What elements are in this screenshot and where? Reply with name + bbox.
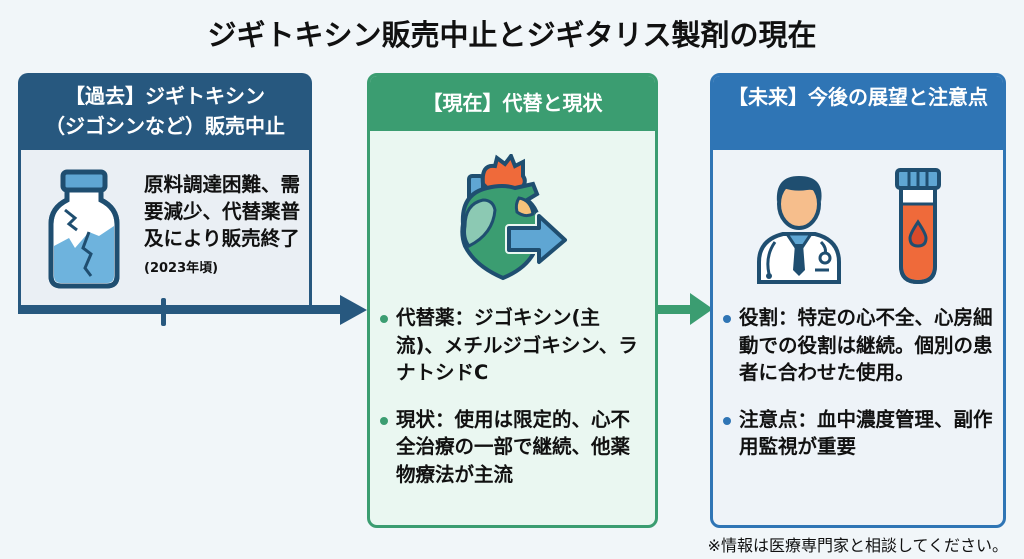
- present-panel: 【現在】代替と現状 代替薬：ジゴキシン(主流)、メチルジゴキシン、ラナトシドC …: [367, 73, 658, 528]
- page-title: ジギトキシン販売中止とジギタリス製剤の現在: [207, 18, 817, 52]
- timeline-arrow-past-to-present: [340, 295, 367, 325]
- present-bullet-status: 現状：使用は限定的、心不全治療の一部で継続、他薬物療法が主流: [370, 406, 655, 489]
- future-panel: 【未来】今後の展望と注意点 役割：特定の心不全、心房細動での役割は継続。個別の患…: [710, 73, 1006, 528]
- heart-arrow-icon: [460, 154, 569, 281]
- past-reason-date: (2023年頃): [144, 261, 219, 276]
- bullet-dot-icon: [723, 315, 731, 323]
- bullet-dot-icon: [380, 416, 388, 425]
- blood-test-tube-icon: [895, 168, 941, 285]
- past-reason-main: 原料調達困難、需要減少、代替薬普及により販売終了: [144, 173, 301, 250]
- arrow-present-to-future: [690, 293, 713, 325]
- future-bullet-role: 役割：特定の心不全、心房細動での役割は継続。個別の患者に合わせた使用。: [713, 304, 1003, 387]
- present-bullet-text: 現状：使用は限定的、心不全治療の一部で継続、他薬物療法が主流: [396, 407, 631, 486]
- broken-bottle-icon: [48, 169, 120, 289]
- past-header-line-2: （ジゴシンなど）販売中止: [45, 114, 285, 138]
- present-panel-header: 【現在】代替と現状: [370, 76, 655, 131]
- future-bullet-text: 注意点：血中濃度管理、副作用監視が重要: [739, 407, 993, 459]
- future-bullet-caution: 注意点：血中濃度管理、副作用監視が重要: [713, 406, 1003, 461]
- present-bullet-alternatives: 代替薬：ジゴキシン(主流)、メチルジゴキシン、ラナトシドC: [370, 304, 655, 387]
- past-reason-text: 原料調達困難、需要減少、代替薬普及により販売終了 (2023年頃): [144, 171, 314, 282]
- footnote: ※情報は医療専門家と相談してください。: [707, 536, 1008, 555]
- future-bullet-text: 役割：特定の心不全、心房細動での役割は継続。個別の患者に合わせた使用。: [739, 306, 993, 384]
- future-panel-header: 【未来】今後の展望と注意点: [713, 76, 1003, 150]
- timeline-tick: [161, 298, 166, 326]
- future-bullet-list: 役割：特定の心不全、心房細動での役割は継続。個別の患者に合わせた使用。 注意点：…: [713, 304, 1003, 480]
- connector-present-to-future: [658, 305, 698, 314]
- present-bullet-list: 代替薬：ジゴキシン(主流)、メチルジゴキシン、ラナトシドC 現状：使用は限定的、…: [370, 304, 655, 507]
- bullet-dot-icon: [723, 416, 731, 425]
- present-bullet-text: 代替薬：ジゴキシン(主流)、メチルジゴキシン、ラナトシドC: [396, 306, 638, 384]
- past-panel-header: 【過去】ジギトキシン （ジゴシンなど）販売中止: [18, 73, 312, 150]
- bullet-dot-icon: [380, 315, 388, 323]
- doctor-icon: [757, 176, 841, 284]
- timeline-bar: [18, 305, 353, 314]
- past-header-line-1: 【過去】ジギトキシン: [65, 84, 265, 108]
